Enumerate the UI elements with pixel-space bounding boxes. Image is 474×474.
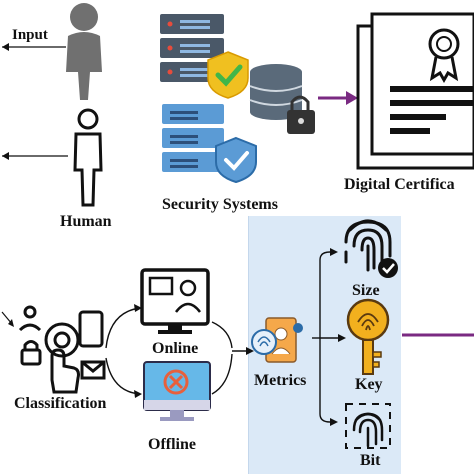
classification-label: Classification [14,395,107,412]
key-fingerprint-icon [346,298,390,375]
certificate-icon [356,12,474,170]
purple-arrow [318,91,358,105]
database-lock-icon [249,64,315,134]
classification-arrow [1,311,14,327]
input-label: Input [12,27,48,43]
metrics-label: Metrics [254,372,307,389]
person-icon [66,3,102,100]
merge-to-metrics [211,321,250,395]
size-check-badge [378,258,398,278]
bit-label: Bit [360,452,381,469]
shield-blue-icon [215,136,257,184]
classification-branch [105,307,141,395]
person-outline-icon [73,108,103,207]
classification-icon [18,305,106,394]
input-arrow [2,43,66,51]
security-systems-label: Security Systems [162,196,278,213]
metrics-branch [312,251,340,423]
offline-label: Offline [148,436,196,453]
fingerprint-bit-icon [345,403,391,449]
online-monitor-icon [140,268,210,334]
human-arrow [2,152,68,160]
size-label: Size [352,282,380,299]
shield-check-icon [207,51,249,99]
metrics-badge-icon [251,317,303,363]
key-label: Key [355,376,383,393]
human-label: Human [60,213,112,230]
server-light-icon [162,104,224,172]
digital-certificate-label: Digital Certifica [344,176,455,193]
offline-monitor-icon [143,361,211,421]
online-label: Online [152,340,199,357]
fingerprint-check-icon [344,219,392,272]
